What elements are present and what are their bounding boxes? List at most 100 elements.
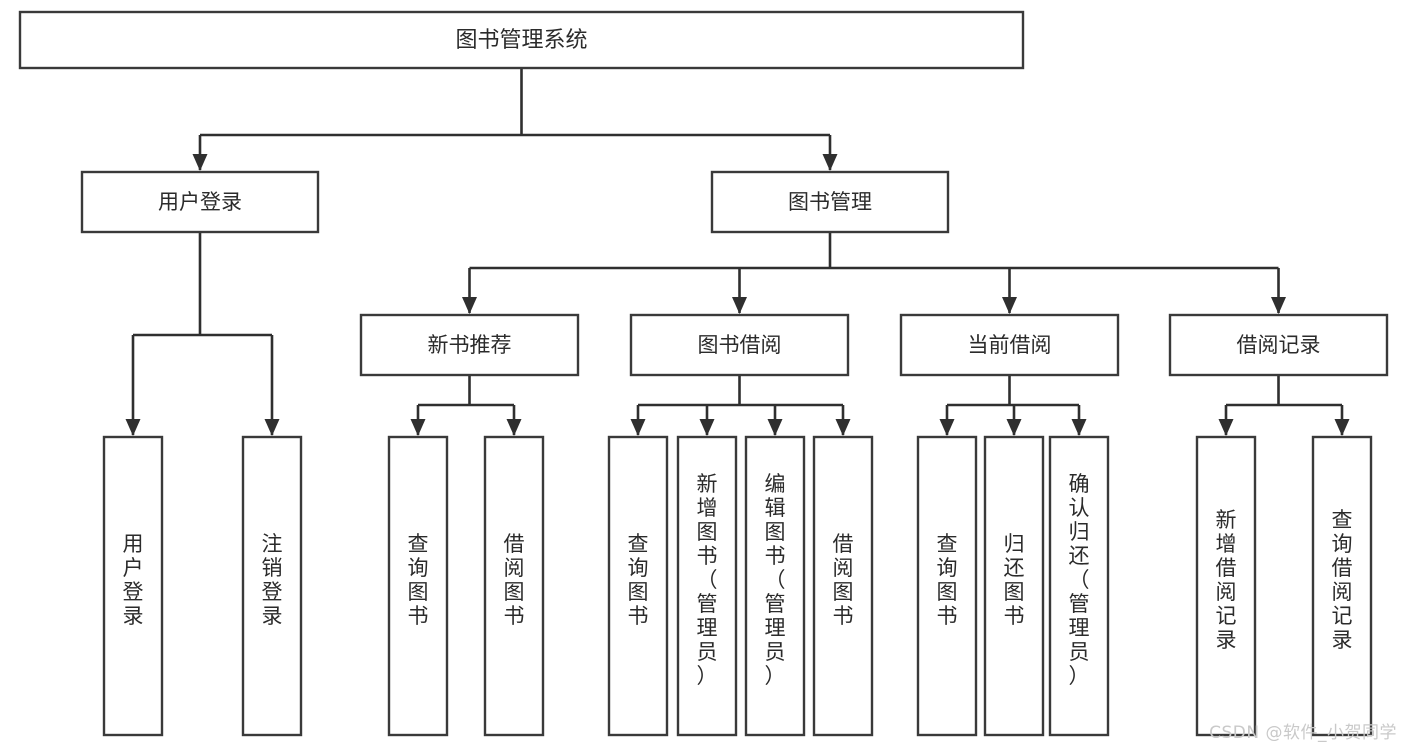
node-leaf-return-book-label-char: 归 [1004,532,1025,556]
node-leaf-borrow-book-label-char: 借 [833,532,854,556]
node-leaf-logout-label-char: 登 [262,580,283,604]
arrow-head-icon [732,297,747,314]
node-leaf-user-login[interactable]: 用户登录 [102,435,164,737]
node-borrow-record[interactable]: 借阅记录 [1168,313,1389,377]
node-leaf-borrow-book-label-char: 图 [833,580,854,604]
node-leaf-edit-book-admin-label-char: 书 [765,544,786,568]
node-leaf-query-borrow-record-box[interactable] [1311,435,1373,737]
node-leaf-return-book-label-char: 图 [1004,580,1025,604]
node-leaf-rec-borrow-book-box[interactable] [483,435,545,737]
node-leaf-logout-label-char: 录 [262,604,283,628]
node-root[interactable]: 图书管理系统 [18,10,1025,70]
node-leaf-edit-book-admin-label-char: 辑 [765,496,786,520]
node-leaf-confirm-return-admin-label-char: 认 [1069,496,1090,520]
node-leaf-confirm-return-admin-label-char: （ [1069,568,1090,592]
node-leaf-cur-query-book-label-char: 询 [937,556,958,580]
node-book-manage-label: 图书管理 [788,190,872,214]
node-leaf-add-borrow-record-box[interactable] [1195,435,1257,737]
node-current-borrow-box[interactable] [899,313,1120,377]
node-leaf-rec-borrow-book-label-char: 图 [504,580,525,604]
node-leaf-cur-query-book-label-char: 查 [937,532,958,556]
node-user-login[interactable]: 用户登录 [80,170,320,234]
node-book-borrow-label: 图书借阅 [698,333,782,357]
node-leaf-borrow-query-book-label-char: 询 [628,556,649,580]
node-leaf-edit-book-admin-box[interactable] [744,435,806,737]
node-leaf-borrow-query-book-label-char: 书 [628,604,649,628]
arrow-head-icon [939,419,955,436]
node-leaf-confirm-return-admin-label-char: 员 [1069,640,1090,664]
arrow-head-icon [1218,419,1234,436]
arrow-head-icon [1271,297,1286,314]
node-new-book-rec-label: 新书推荐 [428,333,512,357]
node-leaf-confirm-return-admin-box[interactable] [1048,435,1110,737]
node-user-login-label: 用户登录 [158,190,242,214]
node-leaf-edit-book-admin-label-char: 理 [765,616,786,640]
node-leaf-add-borrow-record-label-char: 记 [1216,604,1237,628]
node-leaf-borrow-book-label-char: 书 [833,604,854,628]
node-leaf-user-login-label-char: 户 [123,556,144,580]
arrow-head-icon [1071,419,1087,436]
node-leaf-query-borrow-record-label-char: 查 [1332,508,1353,532]
node-leaf-rec-borrow-book-label-char: 阅 [504,556,525,580]
node-current-borrow-label: 当前借阅 [968,333,1052,357]
node-leaf-borrow-book-box[interactable] [812,435,874,737]
node-leaf-confirm-return-admin-label-char: 管 [1069,592,1090,616]
node-leaf-return-book-box[interactable] [983,435,1045,737]
node-leaf-borrow-query-book-label-char: 图 [628,580,649,604]
connector-layer [125,68,1350,436]
node-leaf-cur-query-book-box[interactable] [916,435,978,737]
node-leaf-query-borrow-record-label-char: 录 [1332,628,1353,652]
node-borrow-record-box[interactable] [1168,313,1389,377]
node-leaf-add-borrow-record-label-char: 阅 [1216,580,1237,604]
node-leaf-add-book-admin-label-char: （ [697,568,718,592]
node-leaf-query-borrow-record-label-char: 询 [1332,532,1353,556]
node-book-borrow-box[interactable] [629,313,850,377]
node-user-login-box[interactable] [80,170,320,234]
node-new-book-rec-box[interactable] [359,313,580,377]
node-leaf-add-book-admin-label-char: 新 [697,472,718,496]
node-leaf-return-book-label-char: 书 [1004,604,1025,628]
node-leaf-user-login-label-char: 登 [123,580,144,604]
node-leaf-borrow-book-label-char: 阅 [833,556,854,580]
node-book-manage[interactable]: 图书管理 [710,170,950,234]
node-leaf-add-book-admin-box[interactable] [676,435,738,737]
node-leaf-logout-box[interactable] [241,435,303,737]
node-leaf-rec-borrow-book-label-char: 书 [504,604,525,628]
node-leaf-cur-query-book-label-char: 书 [937,604,958,628]
node-current-borrow[interactable]: 当前借阅 [899,313,1120,377]
node-borrow-record-label: 借阅记录 [1237,333,1321,357]
arrow-head-icon [410,419,426,436]
node-leaf-edit-book-admin-label-char: 图 [765,520,786,544]
node-book-manage-box[interactable] [710,170,950,234]
arrow-head-icon [1334,419,1350,436]
node-leaf-add-book-admin-label-char: 增 [697,496,718,520]
node-leaf-add-book-admin-label-char: 管 [697,592,718,616]
node-leaf-user-login-box[interactable] [102,435,164,737]
arrow-head-icon [822,154,838,171]
arrow-head-icon [630,419,646,436]
node-book-borrow[interactable]: 图书借阅 [629,313,850,377]
node-leaf-confirm-return-admin-label-char: 还 [1069,544,1090,568]
node-leaf-rec-query-book-label-char: 询 [408,556,429,580]
node-leaf-rec-query-book-box[interactable] [387,435,449,737]
node-root-box[interactable] [18,10,1025,70]
node-leaf-add-book-admin-label-char: 员 [697,640,718,664]
node-leaf-rec-borrow-book-label-char: 借 [504,532,525,556]
node-new-book-rec[interactable]: 新书推荐 [359,313,580,377]
node-leaf-add-book-admin-label-char: 理 [697,616,718,640]
node-leaf-borrow-query-book-box[interactable] [607,435,669,737]
arrow-head-icon [699,419,715,436]
